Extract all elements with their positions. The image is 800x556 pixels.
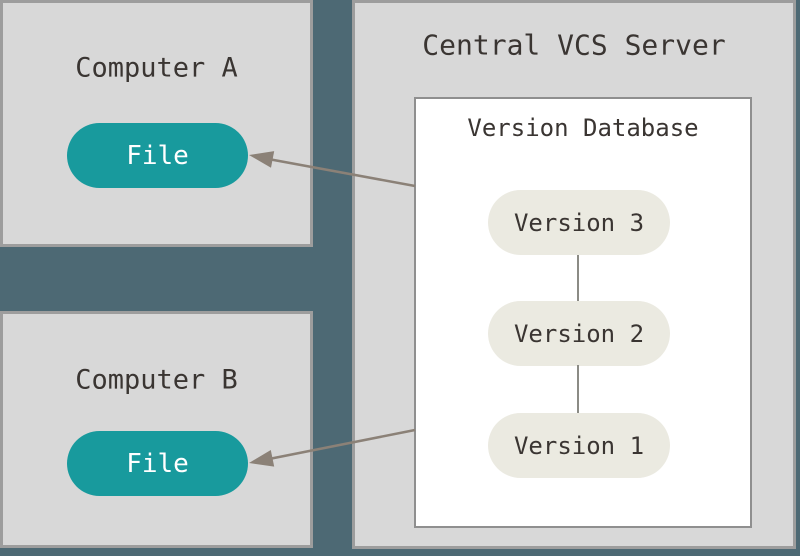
computer-a-title: Computer A bbox=[75, 52, 238, 84]
version-3-label: Version 3 bbox=[513, 208, 645, 237]
version-3-pill: Version 3 bbox=[488, 190, 670, 255]
version-1-pill: Version 1 bbox=[488, 413, 670, 478]
computer-b-title: Computer B bbox=[75, 364, 238, 396]
version-2-pill: Version 2 bbox=[488, 301, 670, 366]
computer-b-box: Computer B File bbox=[0, 311, 313, 548]
computer-a-file-pill: File bbox=[67, 123, 248, 188]
version-2-label: Version 2 bbox=[513, 319, 645, 348]
version-1-label: Version 1 bbox=[513, 431, 645, 460]
computer-a-box: Computer A File bbox=[0, 0, 313, 247]
computer-b-file-pill: File bbox=[67, 431, 248, 496]
version-connector-3-2 bbox=[577, 255, 579, 301]
version-database-box: Version Database Version 3 Version 2 Ver… bbox=[414, 97, 752, 528]
computer-a-file-label: File bbox=[126, 140, 189, 171]
version-connector-2-1 bbox=[577, 365, 579, 413]
central-vcs-server-box: Central VCS Server Version Database Vers… bbox=[352, 0, 796, 549]
version-database-title: Version Database bbox=[467, 114, 699, 142]
central-vcs-server-title: Central VCS Server bbox=[422, 28, 726, 62]
computer-b-file-label: File bbox=[126, 448, 189, 479]
